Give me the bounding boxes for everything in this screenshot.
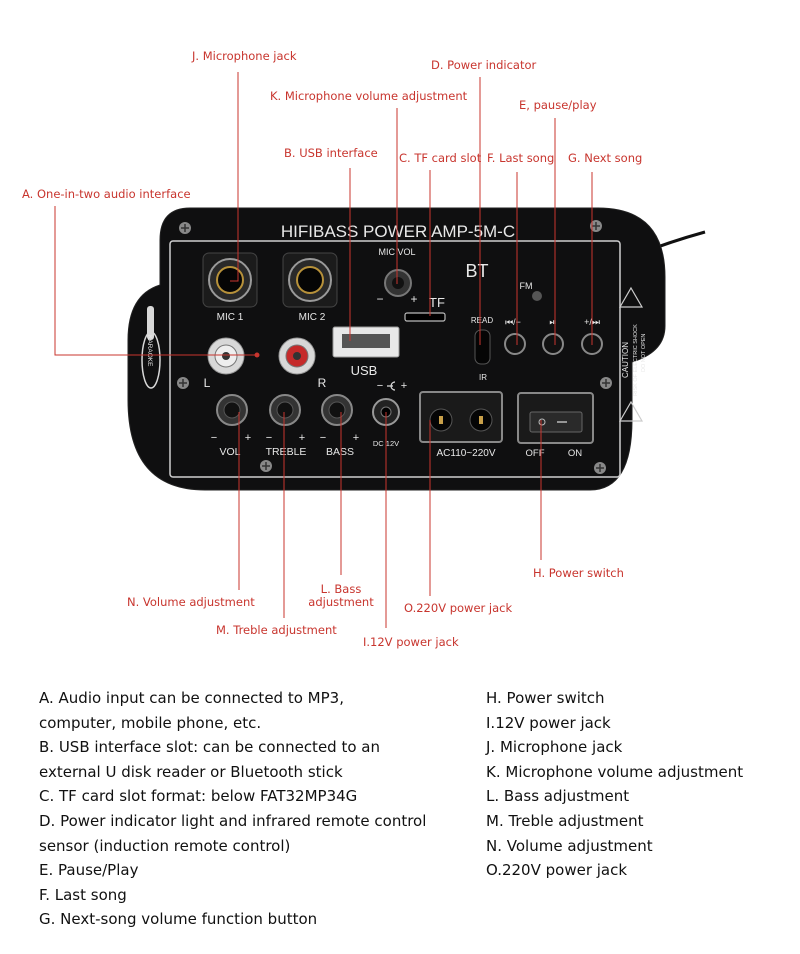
description-line: M. Treble adjustment <box>486 811 644 830</box>
callout-h: H. Power switch <box>533 566 624 580</box>
description-line: D. Power indicator light and infrared re… <box>39 811 427 830</box>
mic-vol-plus: + <box>410 292 417 306</box>
callout-l-line1: L. Bass <box>320 582 362 596</box>
treble-minus: − <box>266 432 272 444</box>
description-line: O.220V power jack <box>486 861 628 880</box>
vol-minus: − <box>211 432 217 444</box>
description-line: G. Next-song volume function button <box>39 910 318 929</box>
caution-label: CAUTION <box>621 342 630 378</box>
description-line: E. Pause/Play <box>39 861 139 880</box>
rca-right-label: R <box>318 376 327 390</box>
karaoke-label: KARAOKE <box>146 335 153 367</box>
bt-label: BT <box>465 261 488 281</box>
volume-knob <box>216 394 248 426</box>
callout-l: L. Bass adjustment <box>305 583 377 609</box>
callout-e: E, pause/play <box>519 98 597 112</box>
mic1-jack <box>202 252 258 308</box>
callout-k: K. Microphone volume adjustment <box>270 89 468 103</box>
last-song-button[interactable] <box>504 333 526 355</box>
ac-220v-jack <box>419 391 503 443</box>
vol-plus: + <box>245 432 251 444</box>
rca-right-jack <box>278 337 316 375</box>
description-line: sensor (induction remote control) <box>39 836 291 855</box>
mic1-label: MIC 1 <box>217 312 244 323</box>
bass-knob <box>321 394 353 426</box>
ir-sensor <box>474 329 491 365</box>
dc-polarity-plus: + <box>401 380 407 392</box>
bass-minus: − <box>320 432 326 444</box>
bass-plus: + <box>353 432 359 444</box>
warning-icon <box>618 286 644 422</box>
leader-lines <box>54 72 593 628</box>
bass-label: BASS <box>326 446 354 458</box>
description-line: external U disk reader or Bluetooth stic… <box>39 762 343 781</box>
fm-antenna-icon <box>532 291 542 301</box>
tf-label: TF <box>429 295 445 310</box>
usb-label: USB <box>351 363 378 378</box>
callout-j: J. Microphone jack <box>192 49 297 63</box>
panel-outline <box>169 240 621 478</box>
callout-g: G. Next song <box>568 151 643 165</box>
description-line: F. Last song <box>39 885 127 904</box>
description-line: C. TF card slot format: below FAT32MP34G <box>39 787 358 806</box>
treble-plus: + <box>299 432 305 444</box>
caution-do-not-open: DO NOT OPEN <box>641 334 647 372</box>
callout-i: I.12V power jack <box>363 635 459 649</box>
screw-icon <box>177 220 612 474</box>
description-line: B. USB interface slot: can be connected … <box>39 738 380 757</box>
read-label: READ <box>471 316 493 325</box>
description-line: K. Microphone volume adjustment <box>486 762 744 781</box>
caution-risk: RISK OF ELECTRIC SHOCK <box>633 324 639 396</box>
off-label: OFF <box>526 448 545 459</box>
callout-b: B. USB interface <box>284 146 378 160</box>
mic2-jack <box>282 252 338 308</box>
callout-c: C. TF card slot <box>399 151 482 165</box>
ac-label: AC110~220V <box>436 448 495 459</box>
mic-volume-knob <box>384 269 412 297</box>
callout-o: O.220V power jack <box>404 601 513 615</box>
description-line: N. Volume adjustment <box>486 836 653 855</box>
description-line: A. Audio input can be connected to MP3, <box>39 689 344 707</box>
callout-m: M. Treble adjustment <box>216 623 337 637</box>
description-line: H. Power switch <box>486 689 605 707</box>
description-line: computer, mobile phone, etc. <box>39 713 262 732</box>
prev-symbol: ⏮/− <box>505 317 521 327</box>
amplifier-board-diagram: HIFIBASS POWER AMP-5M-C BT KARAOKE MIC 1 <box>54 72 706 628</box>
vol-label: VOL <box>219 446 240 458</box>
on-label: ON <box>568 448 582 459</box>
play-symbol: ⏯ <box>549 317 556 327</box>
diagram-stage: HIFIBASS POWER AMP-5M-C BT KARAOKE MIC 1 <box>22 49 706 649</box>
mic2-label: MIC 2 <box>299 312 326 323</box>
description-line: J. Microphone jack <box>486 738 623 757</box>
treble-knob <box>269 394 301 426</box>
tf-card-slot <box>404 312 446 322</box>
callout-d: D. Power indicator <box>431 58 537 72</box>
rca-left-label: L <box>204 376 211 390</box>
dc-polarity-minus: − <box>377 380 383 392</box>
dc-polarity-icon <box>387 381 396 391</box>
pause-play-button[interactable] <box>542 333 564 355</box>
callout-f: F. Last song <box>487 151 555 165</box>
callout-l-line2: adjustment <box>308 595 374 609</box>
callout-n: N. Volume adjustment <box>127 595 255 609</box>
callout-a: A. One-in-two audio interface <box>22 187 191 201</box>
fm-label: FM <box>520 281 533 291</box>
description-line: I.12V power jack <box>486 713 611 732</box>
board-model-text: HIFIBASS POWER AMP-5M-C <box>281 222 515 241</box>
rca-left-jack <box>207 337 245 375</box>
karaoke-microphone-icon <box>141 306 161 389</box>
treble-label: TREBLE <box>266 446 307 458</box>
mic-vol-minus: − <box>376 292 383 306</box>
description-list-left: A. Audio input can be connected to MP3, c… <box>39 686 459 932</box>
description-line: L. Bass adjustment <box>486 787 630 806</box>
ir-label: IR <box>479 373 487 382</box>
power-switch[interactable] <box>517 392 594 444</box>
